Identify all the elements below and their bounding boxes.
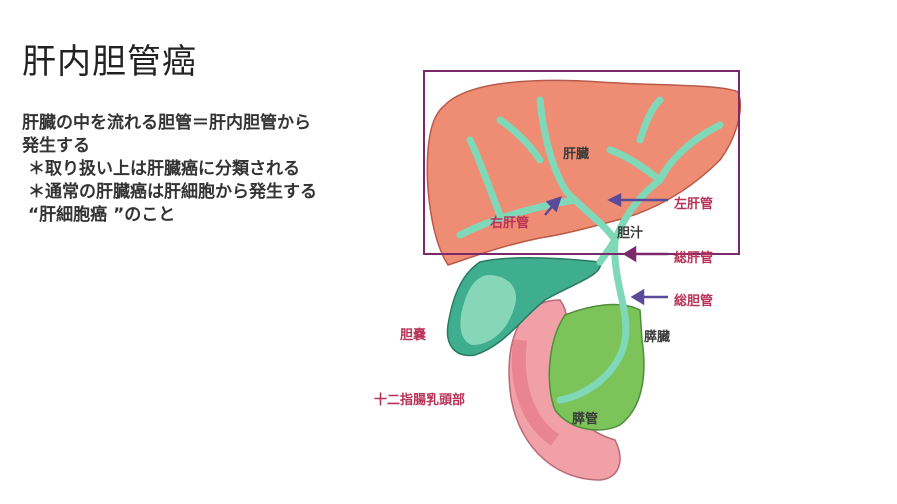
label-duodenal-papilla: 十二指腸乳頭部 [374, 393, 466, 408]
body-line: 発生する [22, 136, 90, 156]
slide-body: 肝臓の中を流れる胆管＝肝内胆管から 発生する ＊取り扱い上は肝臓癌に分類される … [22, 112, 317, 227]
label-gallbladder: 胆嚢 [400, 328, 427, 343]
label-bile: 胆汁 [617, 226, 644, 241]
slide-title: 肝内胆管癌 [22, 42, 197, 82]
body-line: 肝臓の中を流れる胆管＝肝内胆管から [22, 113, 311, 133]
highlight-frame [423, 70, 740, 255]
label-common-bile-duct: 総胆管 [674, 294, 714, 309]
label-pancreatic-duct: 膵管 [572, 412, 599, 427]
label-liver: 肝臓 [563, 147, 590, 162]
pointer-arrows [544, 192, 668, 306]
bile-duct-tree [456, 96, 724, 404]
body-line-note: ＊通常の肝臓癌は肝細胞から発生する [28, 182, 317, 202]
label-pancreas: 膵臓 [644, 330, 671, 345]
body-line-note: ＊取り扱い上は肝臓癌に分類される [28, 159, 300, 179]
body-line-note: “肝細胞癌 ”のこと [28, 205, 176, 225]
label-right-hepatic-duct: 右肝管 [490, 216, 530, 231]
label-common-hepatic-duct: 総肝管 [674, 251, 714, 266]
label-left-hepatic-duct: 左肝管 [674, 197, 714, 212]
